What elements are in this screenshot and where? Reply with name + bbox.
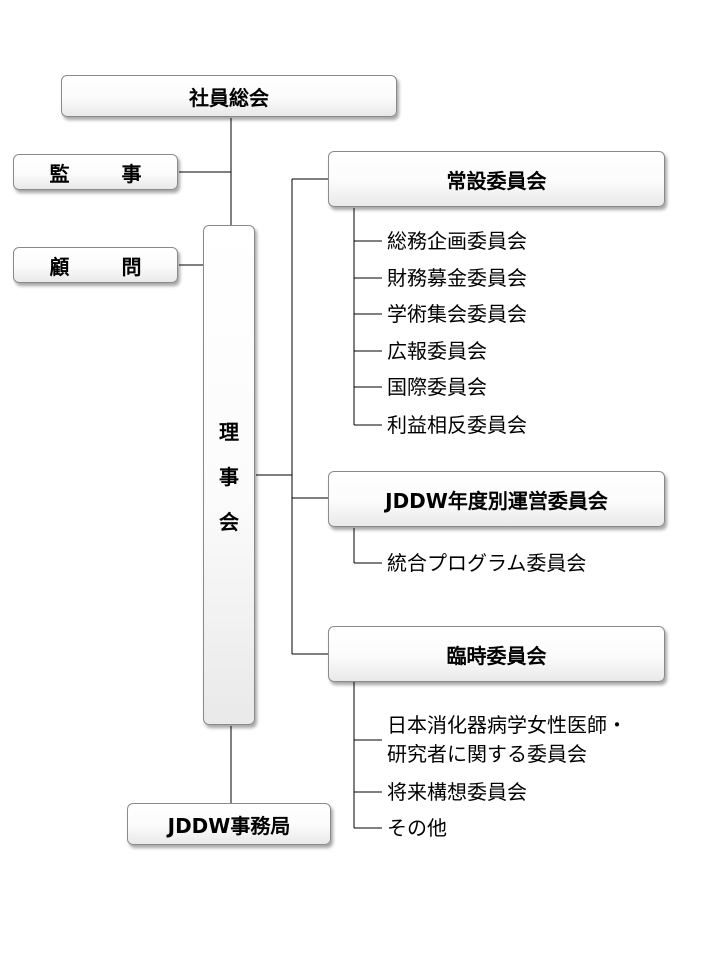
josetsu-label: 常設委員会 (446, 168, 547, 193)
nendobetsu-box: JDDW年度別運営委員会 (328, 471, 665, 527)
komon-box: 顧 問 (13, 247, 178, 283)
josetsu-item: 広報委員会 (387, 339, 487, 363)
josetsu-item: 財務募金委員会 (387, 266, 527, 290)
rinji-item-sonota: その他 (387, 816, 447, 840)
rinji-label: 臨時委員会 (446, 643, 547, 668)
komon-label: 顧 問 (49, 254, 158, 279)
kansa-label: 監 事 (49, 161, 158, 186)
josetsu-item: 学術集会委員会 (387, 302, 527, 326)
josetsu-box: 常設委員会 (328, 151, 665, 207)
kansa-box: 監 事 (13, 154, 178, 190)
rijikai-char-2: 事 (219, 464, 239, 489)
rinji-box: 臨時委員会 (328, 626, 665, 682)
rinji-item-joshi-line1: 日本消化器病学女性医師・ (387, 713, 627, 737)
rijikai-char-1: 理 (219, 419, 239, 444)
rinji-item-joshi-line2: 研究者に関する委員会 (387, 742, 587, 766)
jimukyoku-box: JDDW事務局 (127, 803, 331, 845)
jimukyoku-label: JDDW事務局 (167, 813, 291, 838)
rinji-item-shorai: 将来構想委員会 (387, 780, 527, 804)
josetsu-item: 総務企画委員会 (387, 229, 527, 253)
josetsu-item: 国際委員会 (387, 375, 487, 399)
rijikai-char-3: 会 (219, 509, 239, 534)
nendobetsu-item: 統合プログラム委員会 (387, 551, 587, 575)
rijikai-box: 理 事 会 (203, 225, 255, 725)
shainsokai-label: 社員総会 (189, 85, 269, 110)
nendobetsu-label: JDDW年度別運営委員会 (385, 488, 608, 513)
shainsokai-box: 社員総会 (61, 75, 397, 117)
josetsu-item: 利益相反委員会 (387, 413, 527, 437)
